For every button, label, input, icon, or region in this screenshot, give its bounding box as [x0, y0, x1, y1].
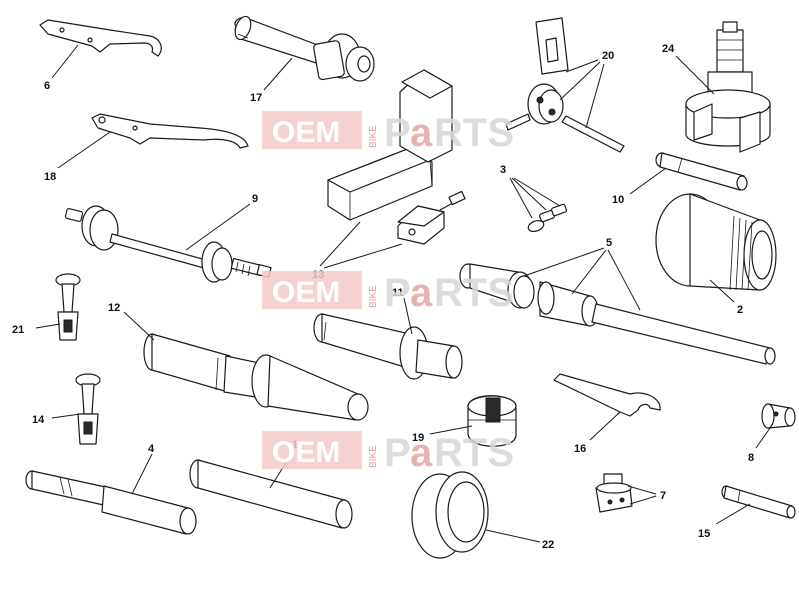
leader-16 — [589, 411, 621, 441]
part-13-bracket — [397, 190, 466, 245]
leader-8 — [755, 427, 771, 449]
part-2-sleeve — [655, 193, 777, 291]
svg-text:P: P — [384, 111, 411, 155]
part-7-nut — [595, 473, 633, 513]
leader-5a — [523, 247, 605, 277]
leader-14 — [51, 413, 81, 419]
callout-19: 19 — [412, 432, 424, 444]
callout-7: 7 — [660, 490, 666, 502]
leader-5c — [607, 249, 641, 311]
leader-3a — [509, 177, 533, 219]
leader-20c — [585, 63, 605, 129]
leader-22 — [485, 529, 541, 543]
part-15-pin — [721, 485, 796, 519]
svg-text:P: P — [384, 431, 411, 475]
part-12-long-drift — [143, 333, 369, 421]
leader-11 — [403, 297, 413, 335]
watermark-top: OEM BIKE P a RTS — [262, 111, 514, 155]
leader-6 — [51, 44, 79, 79]
callout-16: 16 — [574, 443, 586, 455]
svg-text:OEM: OEM — [272, 276, 340, 309]
svg-text:OEM: OEM — [272, 116, 340, 149]
callout-18: 18 — [44, 171, 56, 183]
leader-18 — [57, 131, 111, 169]
leader-13b — [323, 243, 403, 269]
leader-2 — [709, 279, 735, 303]
part-17-drift — [234, 15, 375, 82]
leader-15 — [715, 503, 751, 525]
watermark-middle: OEM BIKE P a RTS — [262, 271, 514, 315]
callout-12: 12 — [108, 302, 120, 314]
leader-7a — [627, 485, 657, 495]
part-16-open-spanner — [553, 373, 661, 417]
callout-22: 22 — [542, 539, 554, 551]
part-14-tool — [75, 373, 101, 445]
part-8-collar — [761, 403, 796, 429]
part-19-split-bush — [467, 395, 517, 447]
svg-text:P: P — [384, 271, 411, 315]
leader-19 — [429, 425, 473, 435]
svg-text:RTS: RTS — [434, 431, 514, 475]
part-11-drift — [313, 313, 463, 380]
svg-text:BIKE: BIKE — [368, 125, 379, 148]
leader-20b — [559, 61, 601, 101]
callout-17: 17 — [250, 92, 262, 104]
leader-5b — [571, 249, 607, 295]
part-24-puller — [685, 21, 771, 153]
svg-text:BIKE: BIKE — [368, 285, 379, 308]
svg-text:RTS: RTS — [434, 271, 514, 315]
svg-text:BIKE: BIKE — [368, 445, 379, 468]
part-5-bushing-set — [459, 263, 776, 365]
leader-3b — [511, 177, 547, 211]
leader-4 — [131, 453, 153, 495]
callout-2: 2 — [737, 304, 743, 316]
part-1-tube — [189, 459, 353, 529]
callout-5: 5 — [606, 237, 612, 249]
svg-text:RTS: RTS — [434, 111, 514, 155]
callout-21: 21 — [12, 324, 24, 336]
leader-21 — [35, 323, 61, 329]
part-20-hub — [505, 83, 625, 153]
leader-17 — [263, 57, 293, 91]
leader-3c — [513, 177, 561, 207]
callout-6: 6 — [44, 80, 50, 92]
callout-9: 9 — [252, 193, 258, 205]
leader-10 — [629, 167, 667, 195]
callout-15: 15 — [698, 528, 710, 540]
part-10-pin — [655, 152, 748, 191]
svg-text:a: a — [410, 431, 433, 475]
watermark-bottom: OEM BIKE P a RTS — [262, 431, 514, 475]
leader-24 — [675, 55, 715, 95]
part-6-hook-spanner — [39, 19, 162, 57]
leader-12 — [123, 311, 155, 341]
svg-text:OEM: OEM — [272, 436, 340, 469]
leader-9 — [185, 203, 251, 251]
part-9-puller-bar — [64, 205, 272, 283]
svg-text:a: a — [410, 111, 433, 155]
callout-20: 20 — [602, 50, 614, 62]
callout-3: 3 — [500, 164, 506, 176]
part-22-ring — [411, 471, 489, 559]
callout-4: 4 — [148, 443, 155, 455]
leader-7b — [629, 495, 657, 505]
svg-text:a: a — [410, 271, 433, 315]
part-3-clips — [527, 203, 567, 233]
part-21-tool — [55, 273, 81, 341]
callout-8: 8 — [748, 452, 754, 464]
leader-20a — [565, 59, 599, 73]
callout-11: 11 — [392, 287, 404, 299]
callout-10: 10 — [612, 194, 624, 206]
part-4-slide-hammer — [25, 470, 197, 535]
part-13-tool-case — [327, 69, 453, 221]
leader-13a — [319, 221, 361, 267]
callout-14: 14 — [32, 414, 45, 426]
callout-24: 24 — [662, 43, 675, 55]
part-18-hook-spanner — [91, 113, 249, 149]
part-20-sliding-gauge — [535, 17, 569, 75]
